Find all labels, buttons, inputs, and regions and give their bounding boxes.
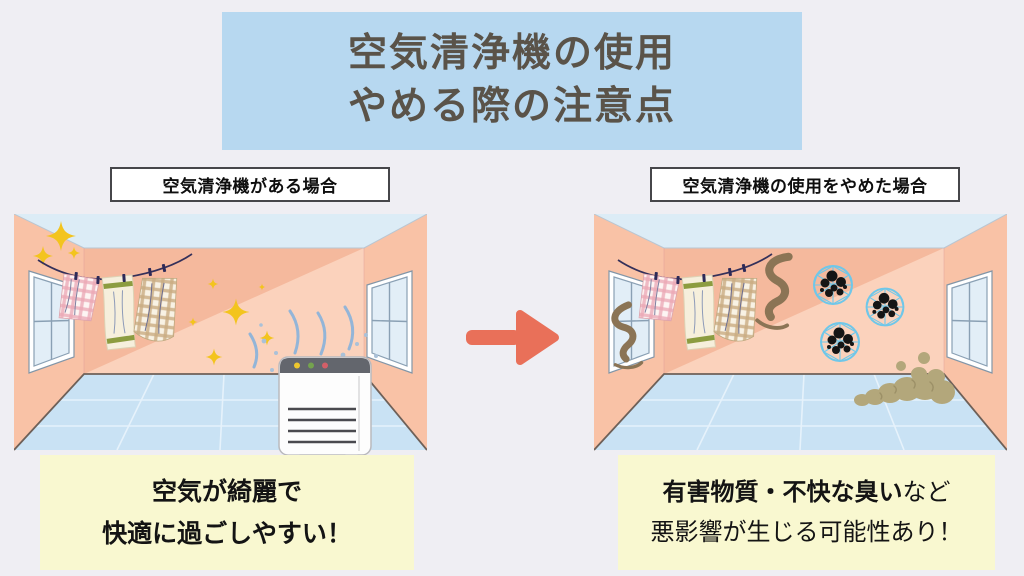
air-purifier-icon [278,356,372,459]
right-room-illustration [594,214,1007,451]
right-caption-line-1-rest: など [902,477,951,506]
left-caption: 空気が綺麗で 快適に過ごしやすい！ [40,455,414,570]
right-caption-line-2: 悪影響が生じる可能性あり！ [650,517,963,546]
left-panel-label: 空気清浄機がある場合 [110,167,390,202]
right-panel-label: 空気清浄機の使用をやめた場合 [650,167,960,202]
left-room-illustration [14,214,427,459]
transition-arrow-icon [466,310,559,365]
page-title-line-2: やめる際の注意点 [347,84,676,129]
left-caption-line-1: 空気が綺麗で [151,477,302,507]
left-panel-label-text: 空気清浄機がある場合 [162,177,338,197]
page-title-line-1: 空気清浄機の使用 [347,31,676,77]
dust-cloud-icon [854,352,955,406]
title-banner: 空気清浄機の使用 やめる際の注意点 [222,12,802,150]
right-caption-line-1-bold: 有害物質・不快な臭い [662,477,903,506]
right-panel-label-text: 空気清浄機の使用をやめた場合 [682,177,928,197]
left-caption-line-2: 快適に過ごしやすい！ [102,518,352,548]
right-caption-line-1: 有害物質・不快な臭いなど [663,473,951,513]
right-caption: 有害物質・不快な臭いなど 悪影響が生じる可能性あり！ [618,455,995,570]
